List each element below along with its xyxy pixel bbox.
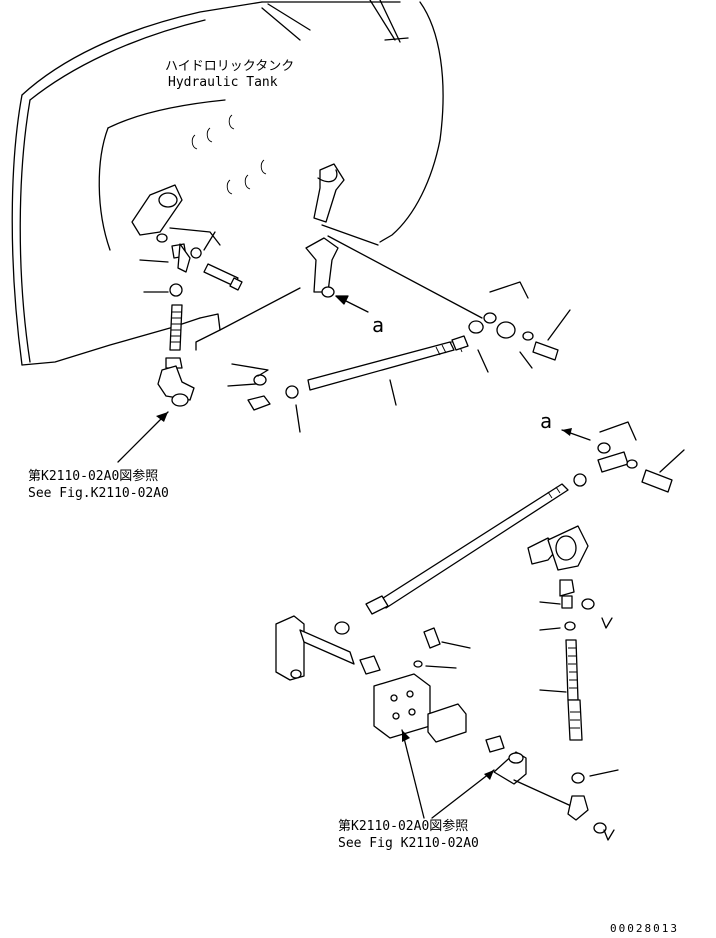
tank-label-jp: ハイドロリックタンク <box>165 59 294 74</box>
drawing-number: 00028013 <box>610 922 679 935</box>
upper-rod <box>227 335 469 433</box>
reference-top-en: See Fig.K2110-02A0 <box>28 486 169 501</box>
reference-leader-bottom-1 <box>401 729 425 819</box>
connection-line <box>327 235 483 319</box>
reference-bottom-jp: 第K2110-02A0図参照 <box>338 818 468 834</box>
reference-arrowhead-top <box>156 412 168 422</box>
vertical-rod <box>527 525 619 841</box>
view-arrow-a-upper: a <box>335 295 384 337</box>
view-marker-a-upper: a <box>372 313 384 337</box>
upper-left-lever <box>131 184 243 407</box>
hydraulic-tank <box>11 0 444 366</box>
reference-leader-bottom-2 <box>431 769 495 819</box>
lower-bracket <box>359 627 505 753</box>
lower-lever <box>275 615 355 681</box>
lower-rod <box>334 483 569 635</box>
view-marker-a-lower: a <box>540 409 552 433</box>
reference-bottom-en: See Fig K2110-02A0 <box>338 836 479 851</box>
lower-right-joint: a <box>540 409 685 493</box>
upper-right-joint <box>468 281 571 373</box>
reference-top-jp: 第K2110-02A0図参照 <box>28 468 158 484</box>
lower-joint <box>493 751 607 834</box>
tank-label-en: Hydraulic Tank <box>168 75 278 90</box>
reference-leader-top <box>117 411 169 463</box>
center-double-lever <box>305 163 345 298</box>
